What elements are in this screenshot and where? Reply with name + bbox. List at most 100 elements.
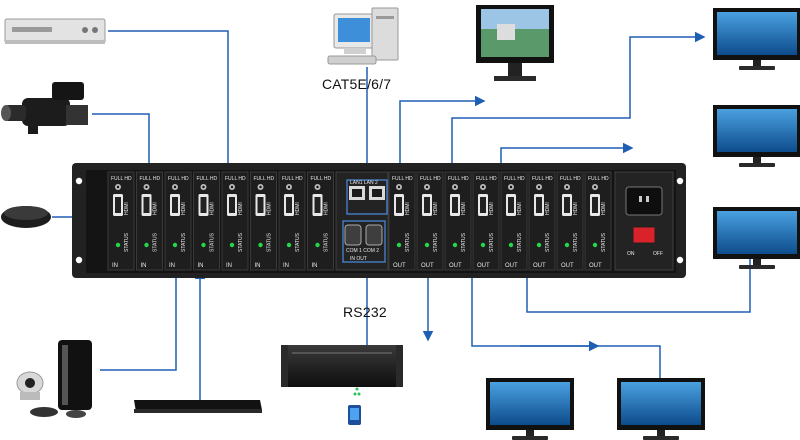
output-cards: FULL HD HDMI STATUS OUT FULL HD HDMI STATUS OUT… — [388, 171, 612, 271]
fullhd-label: FULL HD — [282, 176, 303, 182]
com2-port[interactable] — [365, 224, 383, 246]
input-port-label: IN — [312, 263, 318, 269]
status-led — [229, 242, 235, 248]
rs232-label: RS232 — [343, 304, 387, 320]
mobile-icon — [348, 405, 361, 425]
status-label: STATUS — [517, 232, 523, 252]
control-card: LAN1 LAN 2 COM 1 COM 2 IN OUT — [335, 171, 389, 271]
hdmi-matrix-chassis: FULL HD HDMI STATUS IN FULL HD HDMI STATUS IN FU… — [72, 163, 686, 278]
power-inlet — [625, 186, 663, 216]
wifi-signal-icon — [353, 387, 361, 396]
status-led — [258, 242, 263, 248]
hdmi-label: HDMI — [267, 202, 273, 215]
power-on-label: ON — [627, 251, 635, 257]
status-led — [564, 242, 570, 248]
status-label: STATUS — [210, 232, 216, 252]
hdmi-label: HDMI — [517, 202, 523, 215]
input-cards: FULL HD HDMI STATUS IN FULL HD HDMI STATUS IN FU… — [107, 171, 334, 271]
hdmi-label: HDMI — [405, 202, 411, 215]
status-label: STATUS — [573, 232, 579, 252]
fullhd-label: FULL HD — [392, 176, 413, 182]
output-card-8: FULL HD HDMI STATUS OUT — [584, 171, 612, 271]
status-label: STATUS — [461, 232, 467, 252]
fullhd-label: FULL HD — [476, 176, 497, 182]
link-output-to-tv5 — [471, 262, 661, 381]
status-led — [592, 242, 598, 248]
input-card-4: FULL HD HDMI STATUS IN — [193, 171, 220, 271]
status-label: STATUS — [295, 232, 301, 252]
output-card-1: FULL HD HDMI STATUS OUT — [388, 171, 416, 271]
fullhd-label: FULL HD — [532, 176, 553, 182]
camcorder-icon — [1, 82, 88, 134]
hdmi-label: HDMI — [324, 202, 330, 215]
input-card-7: FULL HD HDMI STATUS IN — [278, 171, 306, 271]
output-port-label: OUT — [589, 263, 602, 269]
output-port-label: OUT — [421, 263, 434, 269]
status-label: STATUS — [433, 232, 439, 252]
hdmi-label: HDMI — [461, 202, 467, 215]
fullhd-label: FULL HD — [420, 176, 441, 182]
input-port-label: IN — [112, 263, 118, 269]
control-box-icon — [281, 345, 403, 387]
fullhd-label: FULL HD — [588, 176, 609, 182]
status-label: STATUS — [181, 232, 187, 252]
hdmi-label: HDMI — [601, 202, 607, 215]
link-dvd-to-input — [108, 30, 234, 198]
status-label: STATUS — [545, 232, 551, 252]
com1-port[interactable] — [344, 224, 362, 246]
input-card-3: FULL HD HDMI STATUS IN — [164, 171, 192, 271]
power-off-label: OFF — [653, 251, 663, 257]
status-label: STATUS — [267, 232, 273, 252]
lcd-monitor-icon — [476, 5, 554, 81]
hdmi-label: HDMI — [295, 202, 301, 215]
video-conference-icon — [16, 340, 92, 418]
crt-computer-icon — [327, 7, 399, 65]
power-switch[interactable] — [632, 226, 656, 244]
status-label: STATUS — [601, 232, 607, 252]
output-port-label: OUT — [533, 263, 546, 269]
hdmi-label: HDMI — [181, 202, 187, 215]
bluray-player-icon — [134, 400, 262, 413]
fullhd-label: FULL HD — [225, 176, 246, 182]
input-port-label: IN — [169, 263, 175, 269]
hdmi-label: HDMI — [433, 202, 439, 215]
status-led — [424, 242, 430, 248]
link-conference-to-input — [100, 260, 182, 371]
tv-icon — [713, 105, 800, 167]
tv-icon — [713, 207, 800, 269]
status-label: STATUS — [405, 232, 411, 252]
output-port-label: OUT — [505, 263, 518, 269]
input-port-label: IN — [283, 263, 289, 269]
media-box-icon — [1, 206, 51, 228]
status-label: STATUS — [238, 232, 244, 252]
tv-icon — [486, 378, 574, 440]
status-label: STATUS — [324, 232, 330, 252]
com-label: COM 1 COM 2 — [346, 248, 379, 254]
fullhd-label: FULL HD — [197, 176, 218, 182]
network-cable-label: CAT5E/6/7 — [322, 76, 392, 92]
fullhd-label: FULL HD — [168, 176, 189, 182]
hdmi-label: HDMI — [124, 202, 130, 215]
fullhd-label: FULL HD — [504, 176, 525, 182]
tv-icon — [617, 378, 705, 440]
hdmi-label: HDMI — [573, 202, 579, 215]
link-output-to-tv1 — [451, 31, 706, 196]
status-led — [201, 242, 206, 248]
input-port-label: IN — [198, 263, 204, 269]
output-card-5: FULL HD HDMI STATUS OUT — [500, 171, 528, 271]
fullhd-label: FULL HD — [311, 176, 332, 182]
status-led — [172, 242, 178, 248]
lan-label: LAN1 LAN 2 — [350, 180, 378, 186]
dvd-player-icon — [4, 18, 106, 44]
status-led — [315, 242, 320, 248]
tv-icon — [713, 8, 800, 70]
hdmi-label: HDMI — [238, 202, 244, 215]
output-port-label: OUT — [393, 263, 406, 269]
hdmi-label: HDMI — [210, 202, 216, 215]
status-label: STATUS — [489, 232, 495, 252]
